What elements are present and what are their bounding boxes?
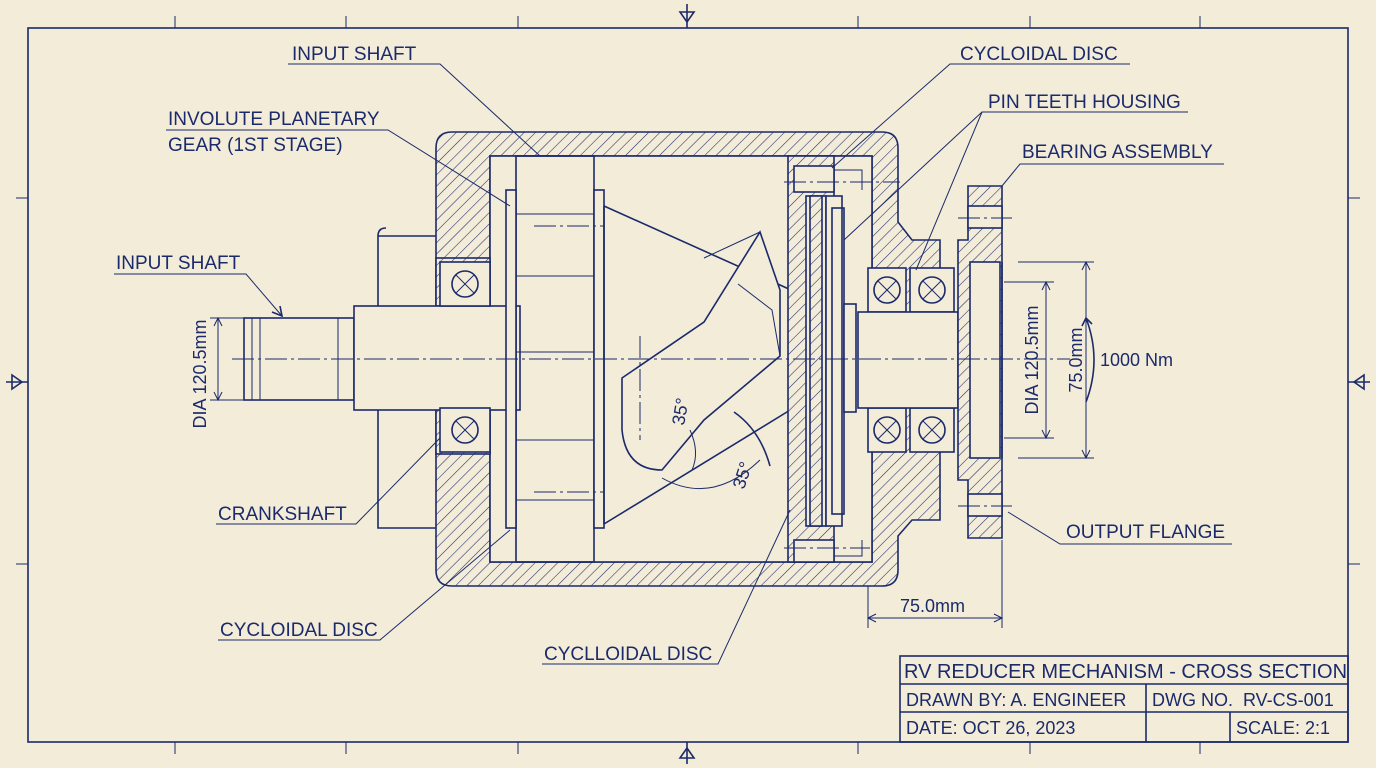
dim-torque: 1000 Nm bbox=[1100, 350, 1173, 370]
right-bearing-lower-2 bbox=[909, 407, 955, 453]
title-block-date: DATE: OCT 26, 2023 bbox=[906, 718, 1075, 738]
crankshaft-cam bbox=[603, 205, 801, 525]
dim-height-right: 75.0mm bbox=[1066, 327, 1086, 392]
title-block-dwg-no: DWG NO. RV-CS-001 bbox=[1152, 690, 1334, 710]
label-planetary-gear-1: INVOLUTE PLANETARY bbox=[168, 109, 380, 130]
title-block-title: RV REDUCER MECHANISM - CROSS SECTION bbox=[904, 661, 1347, 683]
label-input-shaft-top: INPUT SHAFT bbox=[292, 44, 417, 65]
label-crankshaft: CRANKSHAFT bbox=[218, 504, 347, 525]
dim-dia-right: DIA 120.5mm bbox=[1022, 305, 1042, 414]
left-bearing-upper bbox=[439, 261, 491, 307]
right-bearing-lower-1 bbox=[867, 407, 907, 453]
right-bearing-upper-1 bbox=[867, 267, 907, 313]
dim-length-bottom: 75.0mm bbox=[900, 596, 965, 616]
cycloidal-disc-stack bbox=[787, 155, 863, 563]
right-bearing-upper-2 bbox=[909, 267, 955, 313]
label-planetary-gear-2: GEAR (1ST STAGE) bbox=[168, 135, 343, 156]
dim-angle-inner: 35° bbox=[668, 396, 692, 426]
drawing-border bbox=[6, 4, 1370, 764]
title-block: RV REDUCER MECHANISM - CROSS SECTION DRA… bbox=[899, 655, 1349, 743]
input-shaft bbox=[243, 305, 521, 411]
left-bearing-lower bbox=[439, 407, 491, 453]
title-block-scale: SCALE: 2:1 bbox=[1236, 718, 1330, 738]
label-output-flange: OUTPUT FLANGE bbox=[1066, 522, 1225, 543]
label-cyclloidal-disc-bottom: CYCLLOIDAL DISC bbox=[544, 644, 712, 665]
title-block-drawn-by: DRAWN BY: A. ENGINEER bbox=[906, 690, 1126, 710]
dim-dia-left: DIA 120.5mm bbox=[190, 319, 210, 428]
label-cycloidal-disc-top: CYCLOIDAL DISC bbox=[960, 44, 1118, 65]
label-pin-teeth-housing: PIN TEETH HOUSING bbox=[988, 92, 1181, 113]
centering-marks bbox=[6, 4, 1370, 764]
label-input-shaft-left: INPUT SHAFT bbox=[116, 253, 241, 274]
label-bearing-assembly: BEARING ASSEMBLY bbox=[1022, 142, 1213, 163]
label-cycloidal-disc-left: CYCLOIDAL DISC bbox=[220, 620, 378, 641]
rv-reducer-cross-section bbox=[232, 131, 1070, 587]
output-flange bbox=[957, 185, 1003, 539]
callouts: INPUT SHAFT INVOLUTE PLANETARY GEAR (1ST… bbox=[114, 44, 1232, 665]
